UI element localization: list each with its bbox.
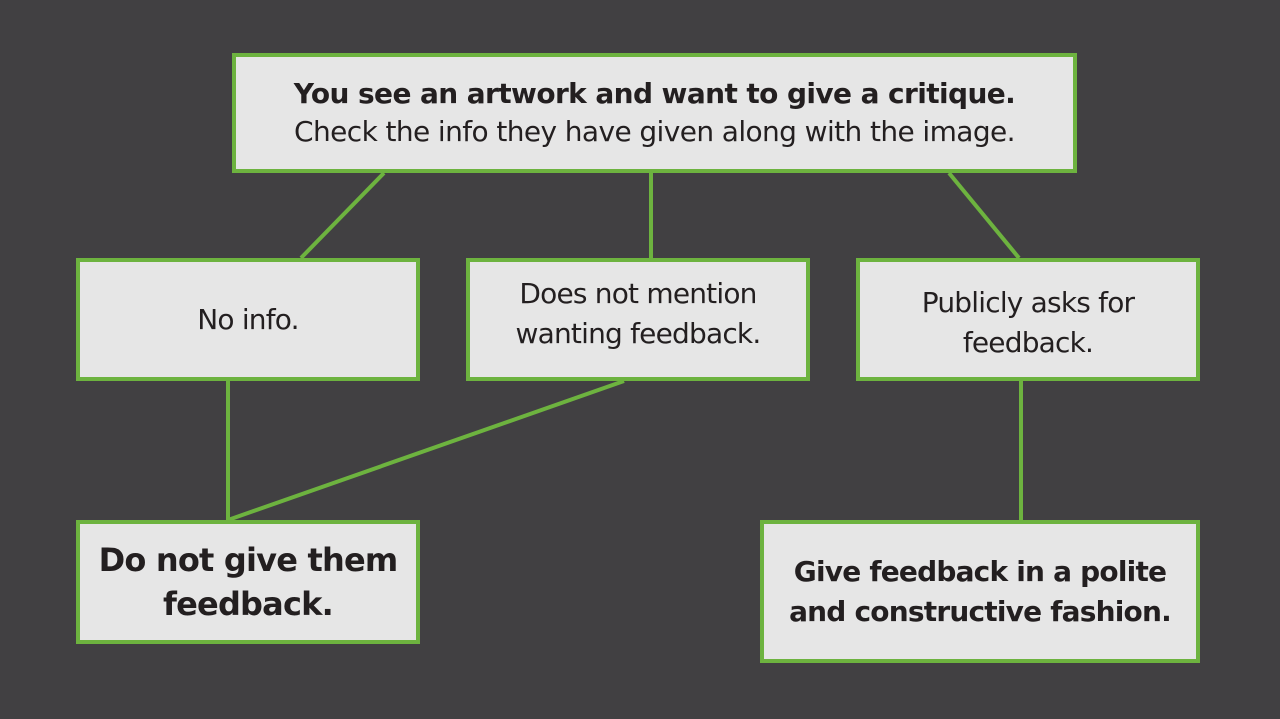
root-question-box: You see an artwork and want to give a cr… (232, 53, 1077, 173)
connector-no-mention-to-do-not (227, 379, 625, 522)
branch-no-mention-box: Does not mention wanting feedback. (466, 258, 810, 381)
branch-no-info-label: No info. (197, 302, 299, 336)
branch-asks-line-1: Publicly asks for (921, 285, 1135, 319)
branch-no-mention-line-2: wanting feedback. (515, 316, 762, 350)
outcome-do-not-give-box: Do not give them feedback. (76, 520, 420, 644)
outcome-give-line-1: Give feedback in a polite (793, 554, 1167, 588)
outcome-do-not-line-1: Do not give them (98, 541, 399, 579)
branch-no-info-box: No info. (76, 258, 420, 381)
outcome-do-not-line-2: feedback. (163, 585, 334, 623)
branch-no-mention-line-1: Does not mention (519, 276, 757, 310)
branch-asks-line-2: feedback. (962, 325, 1094, 359)
branch-asks-publicly-box: Publicly asks for feedback. (856, 258, 1200, 381)
outcome-give-line-2: and constructive fashion. (789, 594, 1172, 628)
root-subtitle: Check the info they have given along wit… (294, 115, 1015, 148)
connector-root-to-asks (947, 171, 1021, 260)
root-title: You see an artwork and want to give a cr… (293, 77, 1016, 110)
outcome-give-feedback-box: Give feedback in a polite and constructi… (760, 520, 1200, 663)
connector-root-to-no-info (299, 171, 386, 260)
